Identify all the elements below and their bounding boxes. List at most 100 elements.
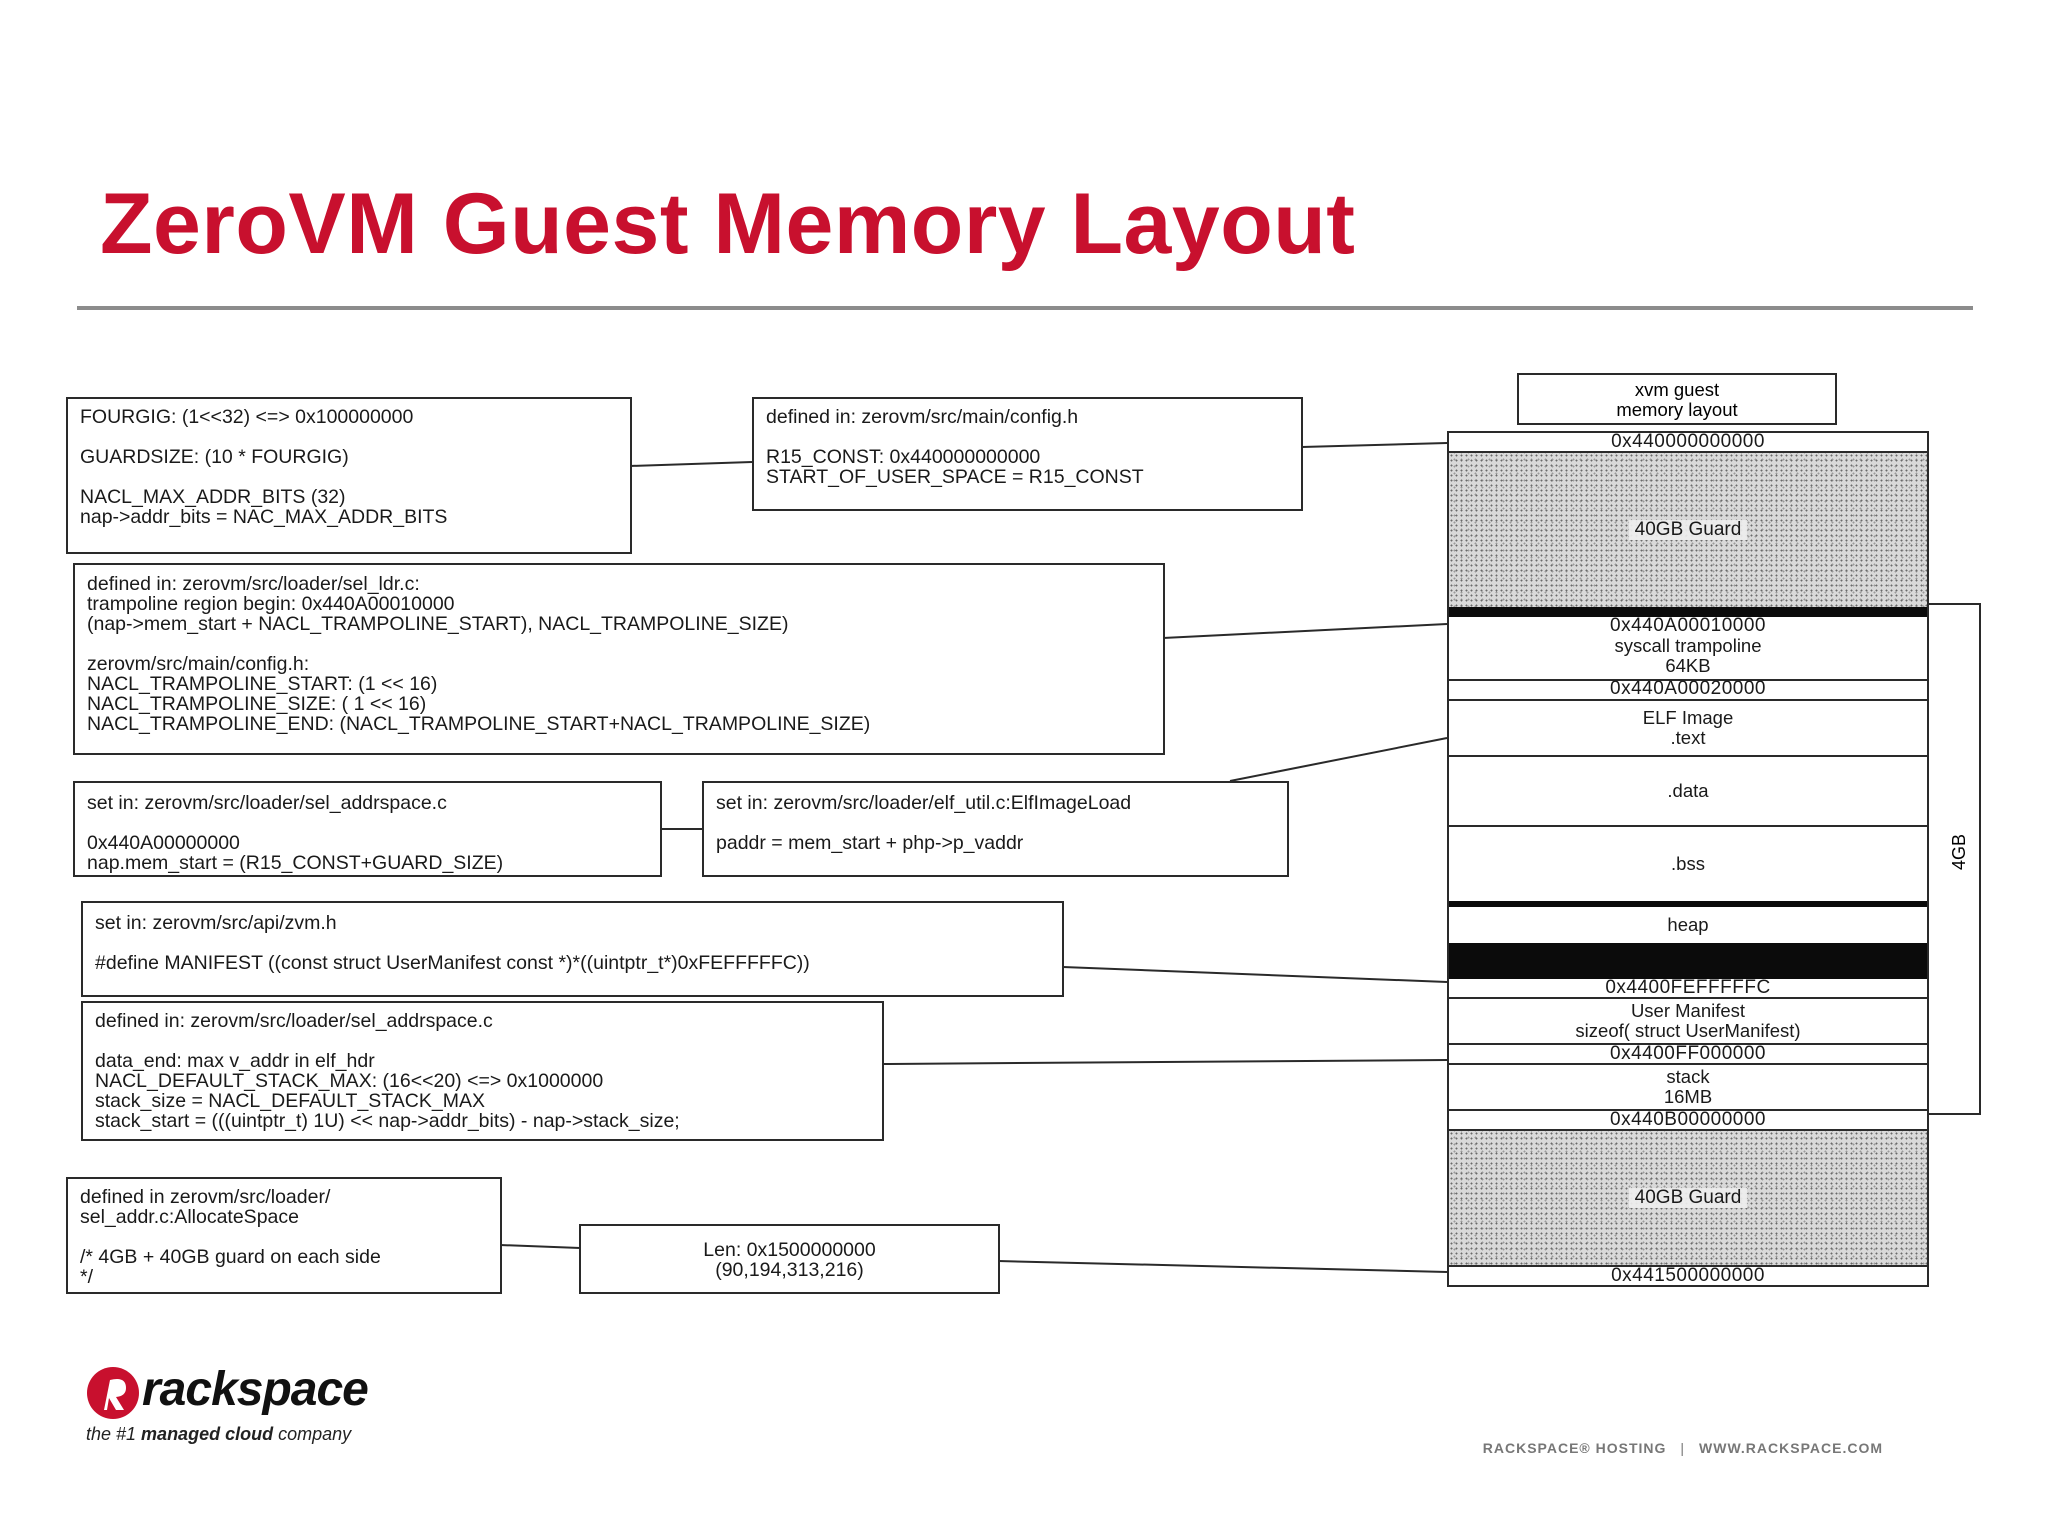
note-line: stack_size = NACL_DEFAULT_STACK_MAX [95,1090,485,1112]
note-line: zerovm/src/main/config.h: [87,653,310,675]
rackspace-tagline: the #1 managed cloud company [86,1424,352,1444]
stack-label: stack [1666,1066,1710,1087]
trampoline-size: 64KB [1665,655,1711,676]
note-line [95,933,1050,953]
note-line [80,1227,488,1247]
note-line: NACL_TRAMPOLINE_START: (1 << 16) [87,673,438,695]
manifest-segment: User Manifest sizeof( struct UserManifes… [1449,997,1927,1043]
footer-url: WWW.RACKSPACE.COM [1699,1440,1883,1456]
slide-title: ZeroVM Guest Memory Layout [100,176,1356,272]
footer: RACKSPACE® HOSTING | WWW.RACKSPACE.COM [1483,1440,1883,1456]
connector-elfutil-elf [1229,737,1448,782]
note-line: data_end: max v_addr in elf_hdr [95,1050,375,1072]
heap-segment: heap [1667,914,1709,935]
note-line: defined in: zerovm/src/main/config.h [766,406,1079,428]
address-top: 0x440000000000 [1611,431,1765,452]
note-line: stack_start = (((uintptr_t) 1U) << nap->… [95,1110,680,1132]
bracket-4gb [1929,603,1981,1115]
note-line [95,1031,870,1051]
len-note: Len: 0x1500000000(90,194,313,216) [579,1224,1000,1294]
allocate-note: defined in zerovm/src/loader/sel_addr.c:… [66,1177,502,1294]
connector-config-addr-top [1301,442,1448,448]
note-line: #define MANIFEST ((const struct UserMani… [95,952,810,974]
note-line: sel_addr.c:AllocateSpace [80,1206,299,1228]
connector-fourgig-config [629,461,753,467]
note-line [766,427,1289,447]
boundary-bar-heap [1449,901,1927,907]
note-line: NACL_TRAMPOLINE_SIZE: ( 1 << 16) [87,693,427,715]
rackspace-wordmark: rackspace [142,1363,369,1416]
note-line: set in: zerovm/src/loader/sel_addrspace.… [87,792,447,814]
elf-text-segment: ELF Image .text [1449,699,1927,755]
bss-segment: .bss [1449,825,1927,901]
note-line [80,427,618,447]
manifest-size: sizeof( struct UserManifest) [1575,1020,1801,1041]
trampoline-label: syscall trampoline [1614,635,1762,656]
note-line: (nap->mem_start + NACL_TRAMPOLINE_START)… [87,613,789,635]
note-line: /* 4GB + 40GB guard on each side [80,1246,381,1268]
address-end: 0x441500000000 [1449,1265,1927,1286]
boundary-bar-top [1449,607,1927,617]
connector-trampoline [1162,623,1448,639]
address-manifest: 0x4400FEFFFFFC [1605,977,1771,998]
guard-region-top: 40GB Guard [1449,451,1927,607]
note-line: trampoline region begin: 0x440A00010000 [87,593,455,615]
note-line [716,813,1275,833]
addrspace-note: set in: zerovm/src/loader/sel_addrspace.… [73,781,662,877]
note-line [80,467,618,487]
stack-segment: stack 16MB [1449,1063,1927,1109]
note-line: nap->addr_bits = NAC_MAX_ADDR_BITS [80,506,448,528]
memory-layout-column: 0x440000000000 40GB Guard 0x440A00010000… [1447,431,1929,1287]
title-divider [77,306,1973,310]
note-line: Len: 0x1500000000 [703,1239,876,1261]
trampoline-note: defined in: zerovm/src/loader/sel_ldr.c:… [73,563,1165,755]
elf-label: ELF Image [1642,707,1734,728]
memory-layout-header: xvm guest memory layout [1517,373,1837,425]
note-line: defined in zerovm/src/loader/ [80,1186,331,1208]
data-segment: .data [1449,755,1927,825]
manifest-label: User Manifest [1630,1000,1746,1021]
text-label: .text [1670,727,1706,748]
connector-stack [881,1059,1448,1065]
connector-manifest [1062,966,1448,983]
guard-bottom-label: 40GB Guard [1628,1188,1748,1208]
note-line: set in: zerovm/src/loader/elf_util.c:Elf… [716,792,1132,814]
address-trampoline: 0x440A00010000 [1610,615,1766,636]
note-line: START_OF_USER_SPACE = R15_CONST [766,466,1144,488]
connector-len-end [997,1260,1448,1273]
note-line [87,813,648,833]
note-line: NACL_TRAMPOLINE_END: (NACL_TRAMPOLINE_ST… [87,713,871,735]
stack-size: 16MB [1663,1086,1713,1107]
trampoline-segment: syscall trampoline 64KB [1449,635,1927,677]
address-elf: 0x440A00020000 [1449,679,1927,699]
connector-allocate-len [499,1244,581,1249]
stack-note: defined in: zerovm/src/loader/sel_addrsp… [81,1001,884,1141]
rackspace-logo: rackspace the #1 managed cloud company [86,1362,386,1444]
address-guard-bottom: 0x440B00000000 [1449,1109,1927,1130]
footer-separator: | [1680,1440,1686,1456]
note-line [87,634,1151,654]
guard-region-bottom: 40GB Guard [1449,1129,1927,1265]
note-line: nap.mem_start = (R15_CONST+GUARD_SIZE) [87,852,504,874]
address-stack: 0x4400FF000000 [1449,1043,1927,1064]
note-line: NACL_DEFAULT_STACK_MAX: (16<<20) <=> 0x1… [95,1070,604,1092]
note-line: NACL_MAX_ADDR_BITS (32) [80,486,346,508]
note-line: FOURGIG: (1<<32) <=> 0x100000000 [80,406,414,428]
bracket-4gb-label: 4GB [1949,833,1969,870]
note-line: */ [80,1266,94,1288]
note-line: defined in: zerovm/src/loader/sel_ldr.c: [87,573,420,595]
unmapped-gap [1449,943,1927,979]
note-line: (90,194,313,216) [715,1259,864,1281]
footer-hosting: RACKSPACE® HOSTING [1482,1440,1667,1456]
rackspace-logo-mark [87,1367,139,1419]
note-line: paddr = mem_start + php->p_vaddr [716,832,1024,854]
note-line: R15_CONST: 0x440000000000 [766,446,1041,468]
manifest-note: set in: zerovm/src/api/zvm.h #define MANI… [81,901,1064,997]
note-line: GUARDSIZE: (10 * FOURGIG) [80,446,349,468]
note-line: 0x440A00000000 [87,832,240,854]
note-line: defined in: zerovm/src/loader/sel_addrsp… [95,1010,493,1032]
note-line: set in: zerovm/src/api/zvm.h [95,912,337,934]
